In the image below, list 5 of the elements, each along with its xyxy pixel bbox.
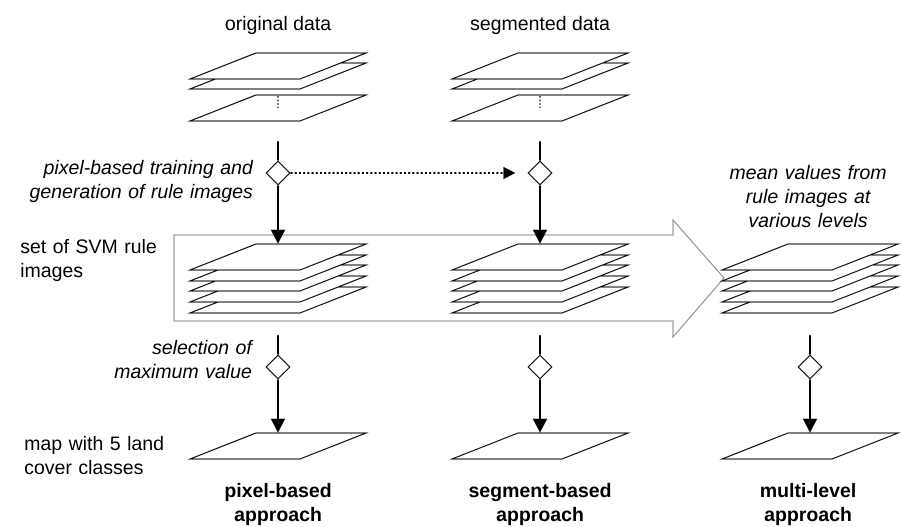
heading: original data bbox=[226, 16, 332, 34]
label: pixel-based training and generation of rule images bbox=[30, 160, 254, 202]
heading: segmented data bbox=[470, 16, 610, 34]
label: pixel-based approach bbox=[226, 482, 330, 526]
label: selection of maximum value bbox=[114, 340, 254, 378]
